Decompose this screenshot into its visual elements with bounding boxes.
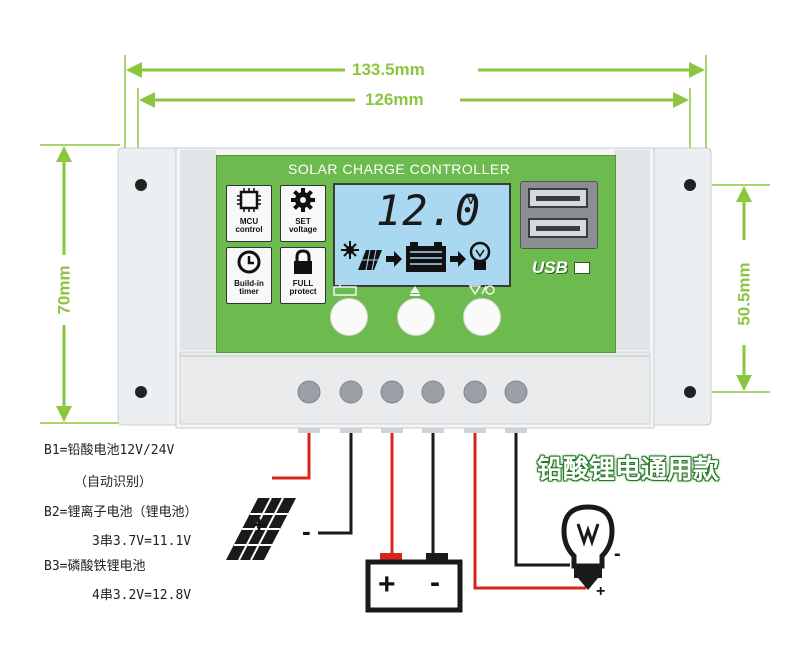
note-b1: B1=铅酸电池12V/24V bbox=[44, 443, 175, 458]
solar-panel-icon bbox=[226, 497, 296, 561]
chip-icon bbox=[237, 188, 261, 212]
note-b2: B2=锂离子电池（锂电池） bbox=[44, 505, 198, 520]
load-plus-sign: + bbox=[596, 583, 606, 600]
feature-label: SET bbox=[295, 217, 311, 226]
usb-battery-icon bbox=[574, 262, 590, 274]
usb-label: USB bbox=[532, 258, 568, 277]
usb-port bbox=[528, 218, 588, 238]
lcd-unit: V bbox=[466, 192, 476, 208]
sun-icon bbox=[341, 241, 359, 259]
feature-set-voltage: SET voltage bbox=[280, 185, 326, 242]
lcd-voltage: 12.0 bbox=[376, 186, 482, 235]
clock-icon bbox=[237, 250, 261, 274]
battery-icon bbox=[406, 242, 446, 272]
feature-label: control bbox=[235, 225, 263, 234]
feature-label: Build-in bbox=[234, 279, 264, 288]
button-symbols bbox=[333, 285, 495, 296]
load-minus-sign: - bbox=[614, 543, 621, 565]
note-b3: B3=磷酸铁锂电池 bbox=[44, 559, 146, 574]
lcd-flow-icons bbox=[341, 241, 491, 272]
solar-panel-icon bbox=[358, 249, 382, 271]
feature-label: timer bbox=[239, 287, 259, 296]
up-button[interactable] bbox=[397, 298, 435, 336]
menu-button[interactable] bbox=[330, 298, 368, 336]
gear-icon bbox=[291, 188, 315, 212]
up-symbol-icon bbox=[410, 286, 420, 296]
load-symbol-icon bbox=[468, 285, 495, 296]
battery-icon bbox=[365, 553, 463, 613]
outer-width-label: 133.5mm bbox=[352, 60, 425, 79]
panel-title: SOLAR CHARGE CONTROLLER bbox=[288, 161, 511, 177]
lock-icon bbox=[294, 249, 312, 274]
light-bulb-icon bbox=[561, 504, 615, 590]
feature-full-protect: FULL protect bbox=[280, 247, 326, 304]
note-b2-sub: 3串3.7V=11.1V bbox=[92, 534, 192, 549]
solar-minus-sign: - bbox=[302, 516, 311, 546]
feature-label: protect bbox=[289, 287, 317, 296]
note-b3-sub: 4串3.2V=12.8V bbox=[92, 588, 192, 603]
inner-width-label: 126mm bbox=[365, 90, 424, 109]
feature-label: FULL bbox=[292, 279, 314, 288]
note-b1-sub: （自动识别） bbox=[74, 475, 153, 490]
solar-plus-sign: + bbox=[252, 512, 267, 539]
compatibility-badge: 铅酸锂电通用款 bbox=[537, 455, 720, 485]
battery-plus-sign: + bbox=[378, 568, 396, 601]
battery-symbol-icon bbox=[333, 285, 357, 296]
usb-port bbox=[528, 188, 588, 208]
feature-timer: Build-in timer bbox=[226, 247, 272, 304]
battery-minus-sign: - bbox=[430, 566, 440, 599]
feature-mcu: MCU control bbox=[226, 185, 272, 242]
bulb-icon bbox=[469, 241, 491, 270]
feature-label: MCU bbox=[239, 217, 259, 226]
feature-label: voltage bbox=[288, 225, 317, 234]
load-button[interactable] bbox=[463, 298, 501, 336]
